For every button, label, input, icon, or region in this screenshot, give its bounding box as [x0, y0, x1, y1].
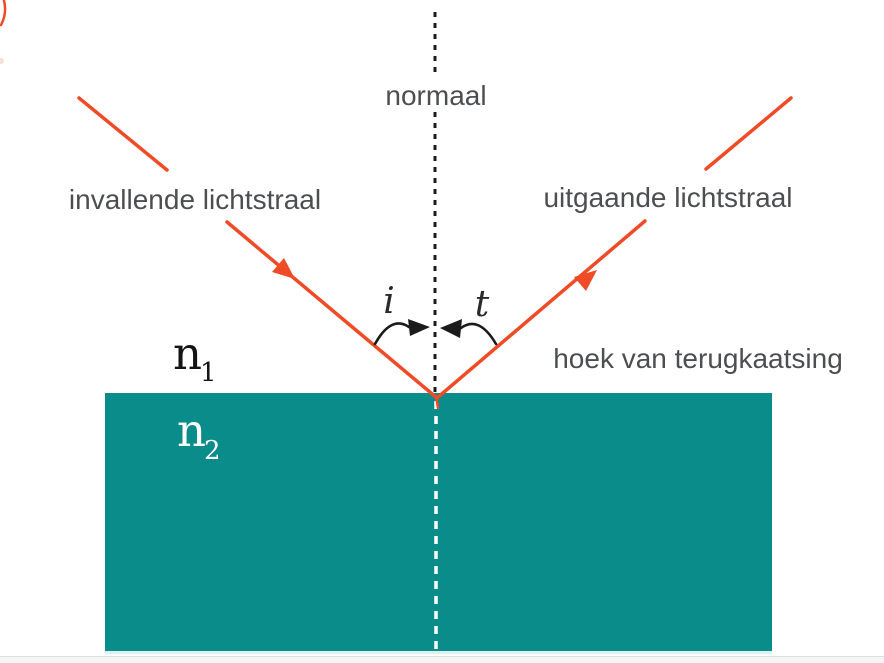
incident-ray-lower-segment — [225, 220, 439, 400]
medium1-subscript: 1 — [200, 358, 217, 388]
angle-t-symbol: t — [475, 284, 490, 325]
outgoing-ray-lower-segment — [435, 219, 647, 400]
incident-ray-upper-segment — [77, 96, 169, 172]
outgoing-ray-arrowhead-icon — [574, 270, 597, 291]
reflection-angle-label: hoek van terugkaatsing — [553, 343, 843, 374]
edge-smudge — [0, 58, 4, 64]
vertex-tail — [434, 394, 440, 410]
bottom-window-edge — [0, 657, 884, 663]
outgoing-ray-label: uitgaande lichtstraal — [543, 182, 792, 213]
medium2-subscript: 2 — [204, 436, 221, 466]
incident-ray-arrowhead-icon — [272, 258, 295, 279]
medium1-symbol: n — [173, 327, 202, 380]
angle-i-arc — [373, 322, 411, 346]
medium2-symbol: n — [177, 404, 206, 457]
medium2-surface — [105, 393, 772, 652]
corner-artifact — [0, 0, 7, 27]
outgoing-ray-upper-segment — [704, 96, 793, 171]
angle-i-arrowhead-icon — [408, 319, 430, 336]
surface-bottom-glow — [105, 651, 772, 654]
angle-t-arrowhead-icon — [440, 319, 462, 338]
angle-i-symbol: i — [383, 281, 395, 322]
incident-ray-label: invallende lichtstraal — [69, 184, 321, 215]
angle-t-arc — [459, 322, 498, 346]
normal-label: normaal — [385, 80, 486, 111]
